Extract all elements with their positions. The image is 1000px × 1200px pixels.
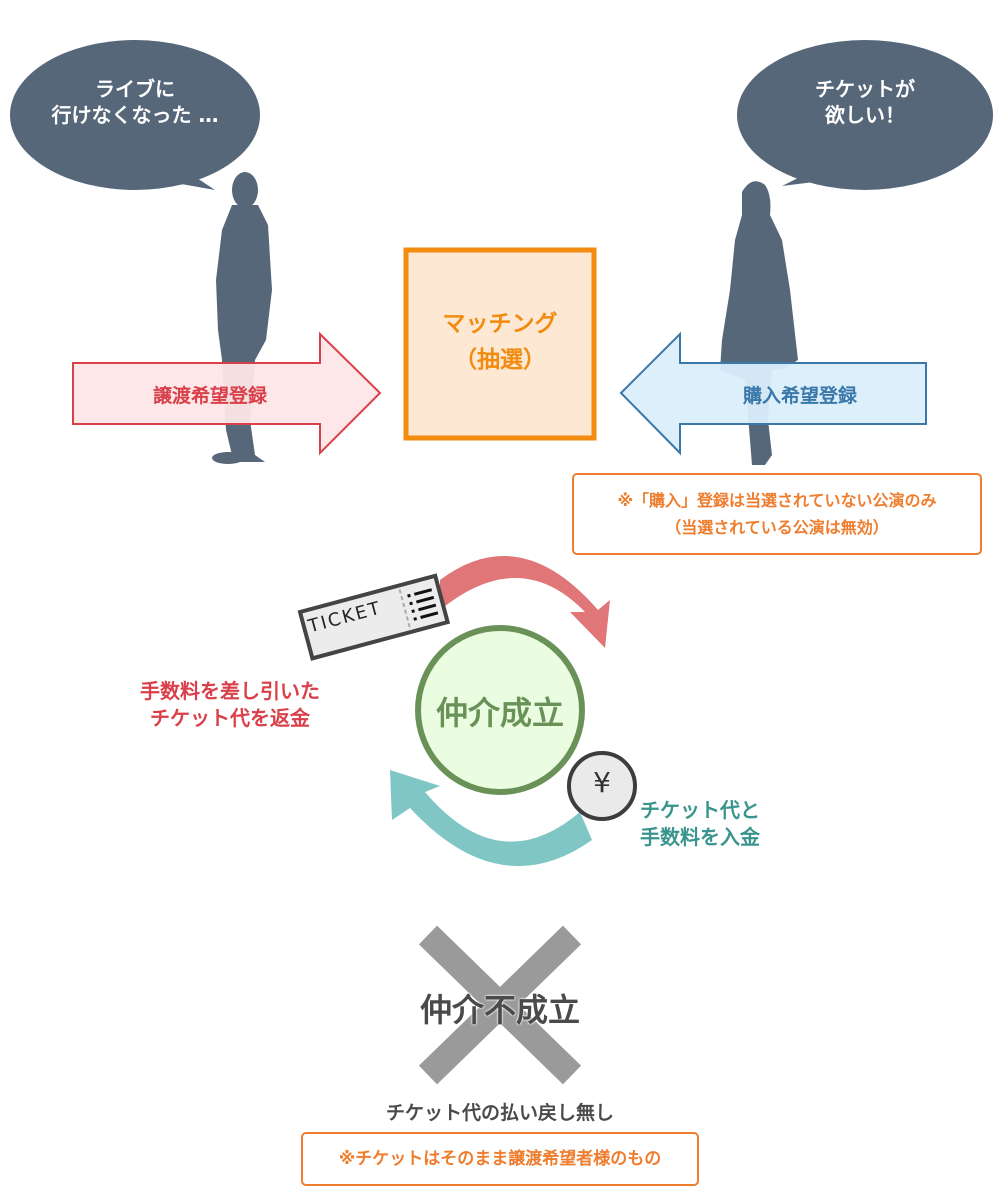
payment-line: チケット代と — [640, 798, 760, 822]
ticket-ownership-note: ※チケットはそのまま譲渡希望者様のもの — [301, 1132, 699, 1186]
purchase-registration-label: 購入希望登録 — [742, 385, 857, 407]
matching-subtitle: （抽選） — [454, 347, 546, 373]
matching-title: マッチング — [442, 311, 558, 337]
purchase-note-line: （当選されている公演は無効） — [665, 518, 889, 537]
mediation-success-circle — [415, 625, 585, 795]
matching-box — [403, 247, 597, 441]
mediation-success-label: 仲介成立 — [435, 694, 564, 732]
transfer-registration-label: 譲渡希望登録 — [152, 385, 267, 407]
purchase-note-box: ※「購入」登録は当選されていない公演のみ （当選されている公演は無効） — [572, 473, 982, 555]
buyer-bubble-line: チケットが — [815, 77, 915, 101]
buyer-bubble-line: 欲しい！ — [825, 103, 905, 127]
payment-line: 手数料を入金 — [640, 825, 760, 849]
purchase-note-line: ※「購入」登録は当選されていない公演のみ — [617, 491, 937, 510]
seller-speech-bubble — [10, 40, 260, 190]
matching-label: マッチング （抽選） — [406, 306, 594, 378]
buyer-bubble-text: チケットが 欲しい！ — [750, 76, 980, 128]
yen-coin-icon — [567, 751, 637, 821]
refund-line: チケット代を返金 — [150, 706, 310, 730]
seller-bubble-line: ライブに — [95, 77, 175, 101]
failure-cross-icon — [418, 925, 582, 1085]
refund-text: 手数料を差し引いた チケット代を返金 — [100, 678, 360, 732]
buyer-speech-bubble — [737, 40, 993, 190]
payment-text: チケット代と 手数料を入金 — [640, 797, 810, 851]
transfer-registration-arrow — [72, 331, 382, 456]
seller-bubble-line: 行けなくなった … — [51, 103, 219, 127]
buyer-silhouette-icon — [720, 181, 798, 465]
ticket-flow-arrow — [440, 556, 610, 648]
seller-bubble-text: ライブに 行けなくなった … — [20, 76, 250, 128]
ticket-icon — [297, 573, 451, 661]
mediation-failure-label: 仲介不成立 — [419, 991, 580, 1029]
purchase-registration-arrow — [619, 331, 927, 456]
refund-line: 手数料を差し引いた — [140, 679, 320, 703]
payment-flow-arrow — [390, 770, 592, 867]
yen-symbol: ¥ — [593, 766, 611, 799]
no-refund-text: チケット代の払い戻し無し — [385, 1102, 614, 1124]
